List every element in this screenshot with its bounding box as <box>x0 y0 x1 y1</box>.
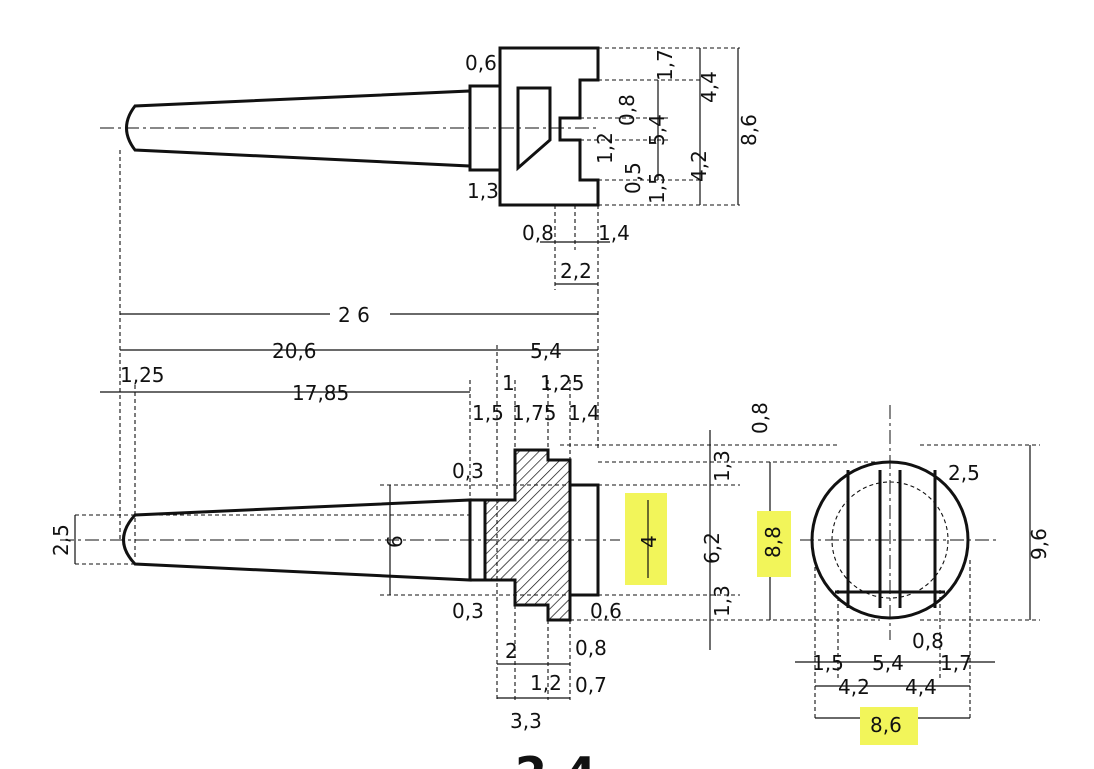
dim-top-0-8b: 0,8 <box>522 221 554 245</box>
dim-side-1-2: 1,2 <box>530 671 562 695</box>
dim-top-1-5: 1,5 <box>645 172 669 204</box>
highlight-dim-8-8 <box>757 511 791 577</box>
dim-side-0-8: 0,8 <box>575 636 607 660</box>
dim-side-6: 6 <box>383 535 407 548</box>
dim-end-1-5: 1,5 <box>812 651 844 675</box>
dim-side-2-5: 2,5 <box>49 524 73 556</box>
dim-top-0-8: 0,8 <box>615 94 639 126</box>
dim-side-0-6: 0,6 <box>590 599 622 623</box>
side-view: 2,5 6 0,3 0,3 4 6,2 1,3 1,3 0,6 2 0,8 1,… <box>49 430 880 733</box>
dim-top-1-3: 1,3 <box>467 179 499 203</box>
figure-caption: 2.4 <box>515 747 597 769</box>
dim-overall-5-4: 5,4 <box>530 339 562 363</box>
dim-side-1-3b: 1,3 <box>710 585 734 617</box>
dim-end-8-8: 8,8 <box>761 526 785 558</box>
dim-top-8-6: 8,6 <box>737 114 761 146</box>
dim-end-4-2: 4,2 <box>838 675 870 699</box>
dim-end-8-6: 8,6 <box>870 713 902 737</box>
dim-side-3-3: 3,3 <box>510 709 542 733</box>
dim-end-0-8a: 0,8 <box>748 402 772 434</box>
dim-top-1-7: 1,7 <box>653 49 677 81</box>
dim-top-1-2: 1,2 <box>593 132 617 164</box>
dim-overall-1-25: 1,25 <box>120 363 165 387</box>
dim-end-1-7: 1,7 <box>940 651 972 675</box>
highlight-dim-8-6 <box>860 707 918 745</box>
dim-top-2-2: 2,2 <box>560 259 592 283</box>
dim-overall-1-75: 1,75 <box>512 401 557 425</box>
dim-overall-26: 2 6 <box>338 303 370 327</box>
dim-side-6-2: 6,2 <box>700 532 724 564</box>
dim-overall-20-6: 20,6 <box>272 339 317 363</box>
dim-top-5-4: 5,4 <box>645 114 669 146</box>
dim-overall-1-5: 1,5 <box>472 401 504 425</box>
dim-side-0-3b: 0,3 <box>452 599 484 623</box>
dim-side-0-7: 0,7 <box>575 673 607 697</box>
dim-side-2: 2 <box>505 639 518 663</box>
side-view-handle <box>122 498 472 582</box>
dim-end-9-6: 9,6 <box>1027 528 1051 560</box>
highlight-dim-4 <box>625 493 667 585</box>
overall-dimensions: 2 6 20,6 5,4 1,25 17,85 1 1,25 1,5 1,75 … <box>100 290 600 700</box>
top-view-handle <box>125 89 472 168</box>
dim-end-2-5: 2,5 <box>948 461 980 485</box>
dim-overall-1-25b: 1,25 <box>540 371 585 395</box>
end-view: 0,8 2,5 8,8 9,6 0,8 1,5 5,4 1,7 4,2 4,4 … <box>748 402 1051 745</box>
dim-overall-1: 1 <box>502 371 515 395</box>
dim-top-4-4: 4,4 <box>697 71 721 103</box>
dim-top-0-6: 0,6 <box>465 51 497 75</box>
top-view: 0,6 1,7 4,4 8,6 0,8 5,4 1,2 0,5 1,5 4,2 … <box>100 46 761 540</box>
dim-end-4-4: 4,4 <box>905 675 937 699</box>
dim-side-4: 4 <box>637 535 661 548</box>
dim-overall-1-4: 1,4 <box>568 401 600 425</box>
dim-side-0-3a: 0,3 <box>452 459 484 483</box>
dim-overall-17-85: 17,85 <box>292 381 349 405</box>
dim-end-0-8b: 0,8 <box>912 629 944 653</box>
dim-top-0-5: 0,5 <box>621 162 645 194</box>
end-view-hidden-circle <box>831 481 949 599</box>
top-view-pocket <box>516 86 552 172</box>
dim-top-4-2: 4,2 <box>687 150 711 182</box>
dim-top-1-4: 1,4 <box>598 221 630 245</box>
dim-side-1-3a: 1,3 <box>710 450 734 482</box>
dim-end-5-4: 5,4 <box>872 651 904 675</box>
